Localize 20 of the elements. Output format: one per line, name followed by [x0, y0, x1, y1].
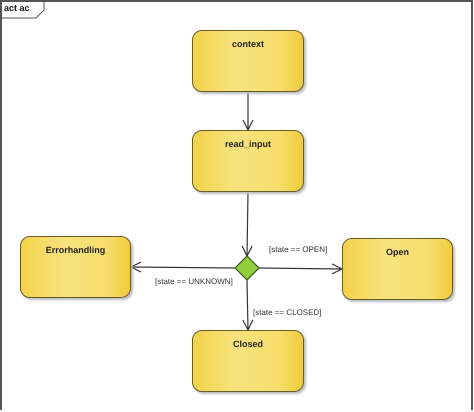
action-label: context: [230, 39, 265, 49]
action-label: read_input: [224, 139, 272, 149]
guard-label: [state == OPEN]: [268, 245, 328, 254]
arrow: [259, 263, 343, 274]
action-label: Open: [384, 247, 410, 257]
action-box: [192, 130, 304, 192]
action-box: [342, 238, 453, 300]
guard-label: [state == UNKNOWN]: [154, 277, 234, 286]
arrow: [242, 280, 254, 331]
diamond-node: [235, 256, 259, 280]
arrow: [242, 92, 254, 131]
action-box: [192, 30, 304, 92]
guard-label: [state == CLOSED]: [252, 308, 322, 317]
arrow: [130, 262, 235, 273]
arrow: [242, 192, 253, 257]
action-box: [20, 236, 131, 298]
frame-title: act ac: [4, 3, 30, 13]
action-box: [192, 330, 304, 392]
action-label: Errorhandling: [44, 245, 106, 255]
action-label: Closed: [232, 339, 264, 349]
